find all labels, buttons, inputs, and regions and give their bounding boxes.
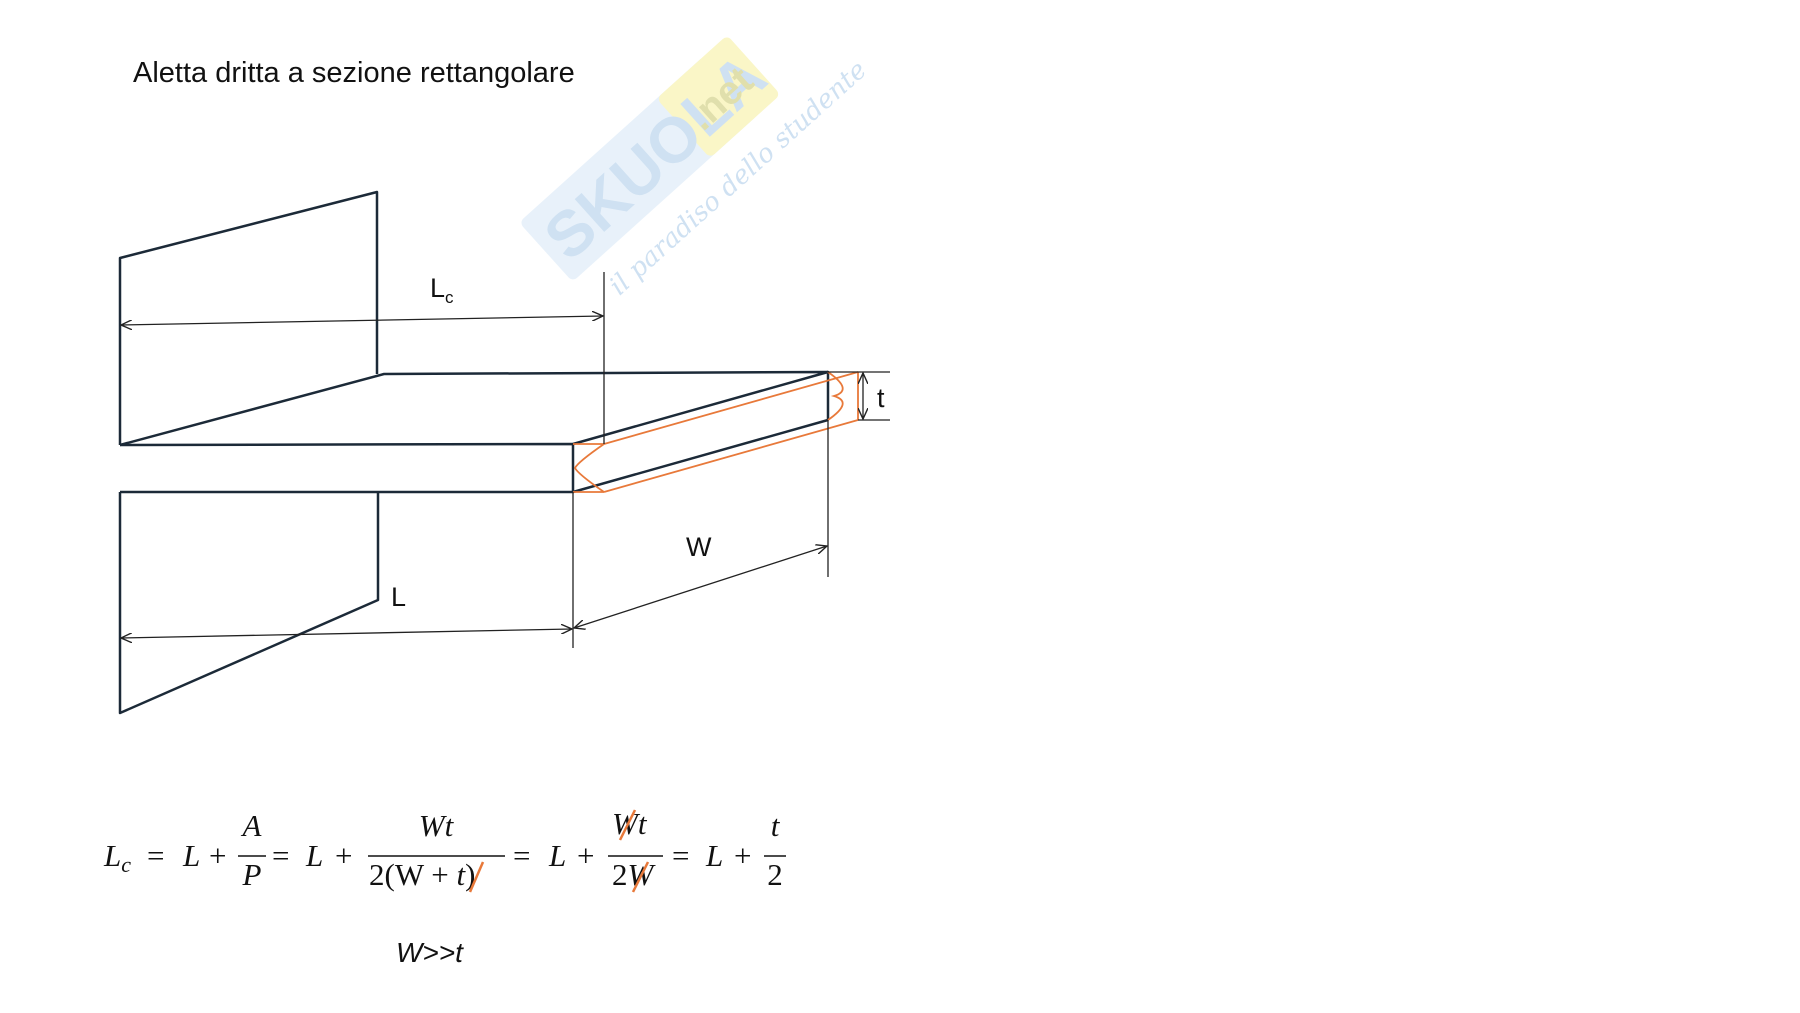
eq-term-L-1: L bbox=[182, 838, 200, 873]
watermark-tld-box bbox=[658, 37, 779, 156]
eq-f4-num: t bbox=[771, 808, 781, 843]
eq-f3-cancel-num-w bbox=[618, 809, 637, 841]
label-lc: Lc bbox=[430, 273, 454, 307]
wall bbox=[118, 190, 380, 715]
eq-f4-den: 2 bbox=[767, 857, 783, 892]
eq-f2-cancel-t bbox=[468, 861, 485, 893]
eq-f3-cancel-den-w bbox=[631, 861, 650, 893]
eq-f2-num: Wt bbox=[419, 808, 455, 843]
eq-term-L-2: L bbox=[305, 838, 323, 873]
eq-f1-den: P bbox=[242, 857, 262, 892]
lc-equation: Lc = L + A P = L + Wt 2(W + t) = L + Wt … bbox=[103, 806, 786, 893]
eq-term-L-3: L bbox=[548, 838, 566, 873]
label-t: t bbox=[877, 383, 885, 413]
eq-plus-3: + bbox=[577, 838, 594, 873]
contour-tip-cusp bbox=[827, 371, 844, 421]
eq-lhs-main: L bbox=[103, 838, 121, 873]
eq-f2-den-a: 2(W + bbox=[369, 857, 457, 892]
eq-sign-4: = bbox=[672, 838, 689, 873]
eq-f3-den-2: 2 bbox=[612, 857, 628, 892]
dimension-lines bbox=[121, 272, 890, 648]
label-l: L bbox=[391, 582, 406, 612]
lc-dimension-arrow bbox=[121, 316, 603, 325]
eq-f3-num: Wt bbox=[612, 806, 648, 841]
fin-front-face bbox=[119, 442, 575, 494]
l-dimension-arrow bbox=[121, 629, 572, 638]
eq-plus-4: + bbox=[734, 838, 751, 873]
eq-f2-den: 2(W + t) bbox=[369, 857, 475, 892]
eq-lhs: Lc bbox=[103, 838, 131, 877]
page-title: Aletta dritta a sezione rettangolare bbox=[133, 57, 575, 89]
label-lc-sub: c bbox=[445, 288, 454, 307]
wall-top-outline bbox=[118, 190, 379, 445]
contour-bottom-edge bbox=[603, 419, 859, 493]
eq-f2-den-b: ) bbox=[465, 857, 475, 892]
condition-text: W>>t bbox=[396, 937, 464, 968]
w-dimension-arrow bbox=[574, 546, 827, 628]
eq-plus-2: + bbox=[335, 838, 352, 873]
eq-f3-num-w: W bbox=[612, 806, 641, 841]
fin bbox=[119, 370, 830, 494]
eq-term-L-4: L bbox=[705, 838, 723, 873]
eq-f3-num-t: t bbox=[638, 806, 648, 841]
contour-top-edge bbox=[603, 371, 859, 445]
label-w: W bbox=[686, 532, 712, 562]
label-lc-main: L bbox=[430, 273, 445, 303]
eq-lhs-sub: c bbox=[121, 852, 131, 877]
wall-bottom-outline bbox=[118, 492, 380, 715]
watermark: SKUOLA .net il paradiso dello studente bbox=[521, 37, 873, 302]
contour-front-cusp bbox=[573, 443, 605, 493]
eq-plus-1: + bbox=[209, 838, 226, 873]
eq-f1-num: A bbox=[241, 808, 263, 843]
fin-side-bottom-edge bbox=[572, 418, 829, 494]
eq-f2-den-t: t bbox=[457, 857, 467, 892]
eq-sign-3: = bbox=[513, 838, 530, 873]
fin-top-face bbox=[119, 370, 830, 447]
eq-sign-2: = bbox=[272, 838, 289, 873]
eq-sign-1: = bbox=[147, 838, 164, 873]
